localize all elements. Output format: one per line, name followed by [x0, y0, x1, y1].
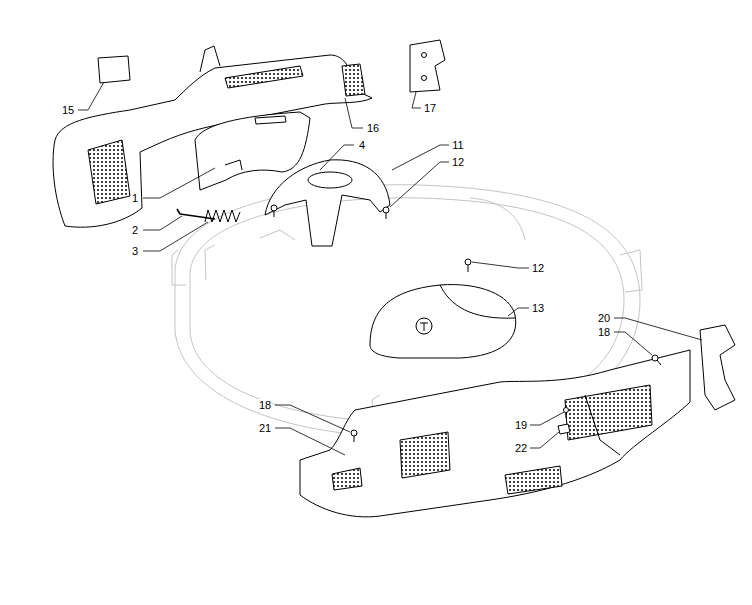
callout-number: 2 [131, 224, 139, 236]
callout-number: 12 [451, 156, 465, 168]
callout-number: 11 [451, 139, 464, 151]
callout-number: 20 [597, 312, 611, 324]
parts [53, 40, 735, 517]
callout-number: 1 [131, 192, 139, 204]
callout-number: 17 [423, 102, 437, 114]
callout-number: 21 [258, 422, 272, 434]
callout-number: 18 [258, 399, 272, 411]
callout-number: 3 [131, 245, 139, 257]
callout-number: 19 [514, 419, 528, 431]
callout-number: 15 [61, 104, 75, 116]
callout-number: 22 [514, 442, 528, 454]
callout-number: 16 [366, 122, 380, 134]
callout-number: 4 [358, 139, 366, 151]
callout-number: 12 [531, 262, 545, 274]
leader-lines [78, 82, 702, 455]
callout-number: 18 [597, 326, 611, 338]
callout-number: 13 [531, 302, 545, 314]
